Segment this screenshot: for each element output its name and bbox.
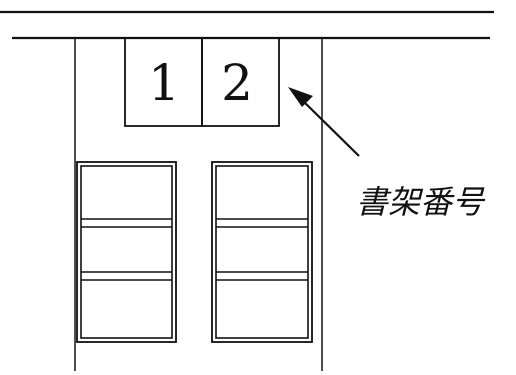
- shelf-number-plate: 1 2: [124, 37, 280, 127]
- shelf-number-1: 1: [148, 54, 180, 112]
- callout-label: 書架番号: [356, 183, 486, 221]
- shelf-number-2: 2: [221, 54, 253, 112]
- bookshelf-right: [211, 161, 313, 343]
- shelf-number-box-2: [201, 37, 280, 127]
- callout-arrow: [288, 87, 360, 157]
- bookshelf-left: [76, 161, 177, 343]
